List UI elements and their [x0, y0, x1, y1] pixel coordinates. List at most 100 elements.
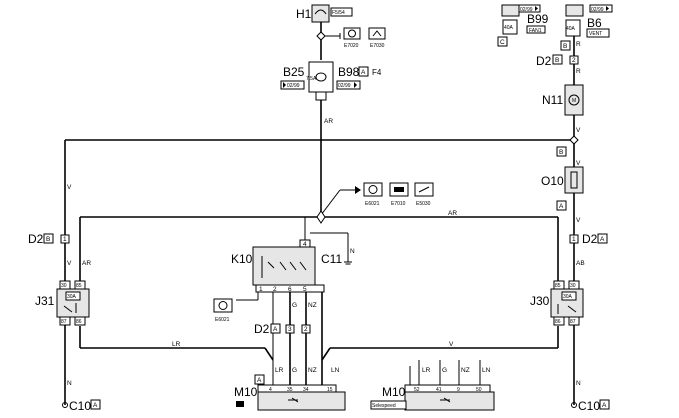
- svg-text:C10: C10: [69, 399, 91, 413]
- svg-text:50: 50: [476, 387, 482, 393]
- svg-text:D2: D2: [536, 54, 552, 68]
- svg-text:D2: D2: [254, 322, 270, 336]
- svg-text:87: 87: [570, 319, 576, 325]
- b6-label: B6: [587, 16, 602, 30]
- h1-label: H1: [296, 7, 312, 21]
- o10-label: O10: [541, 174, 564, 188]
- ref-e7010: E7010: [389, 182, 409, 207]
- m10-b-label: M10: [382, 385, 406, 399]
- svg-text:AR: AR: [324, 118, 333, 125]
- j31-label: J31: [35, 294, 55, 308]
- svg-text:LN: LN: [482, 367, 491, 374]
- svg-text:6: 6: [288, 286, 292, 293]
- svg-text:A: A: [559, 203, 564, 210]
- component-b6: 40A 02/99 B6 VENT B R: [560, 4, 613, 51]
- svg-text:N: N: [350, 248, 355, 255]
- svg-text:E7020: E7020: [344, 43, 359, 49]
- component-n11: M N11 V: [542, 84, 584, 134]
- svg-text:40A: 40A: [504, 25, 514, 31]
- svg-text:52: 52: [414, 387, 420, 393]
- svg-text:E5030: E5030: [416, 201, 431, 207]
- svg-text:1: 1: [259, 286, 263, 293]
- svg-text:87: 87: [61, 319, 67, 325]
- svg-text:1: 1: [572, 236, 576, 243]
- svg-text:AR: AR: [448, 210, 457, 217]
- svg-text:V: V: [67, 260, 72, 267]
- svg-text:NZ: NZ: [308, 302, 317, 309]
- svg-text:D2: D2: [28, 232, 44, 246]
- j30-label: J30: [530, 294, 550, 308]
- svg-text:V: V: [67, 184, 72, 191]
- svg-text:A: A: [257, 377, 262, 384]
- svg-text:30: 30: [61, 283, 67, 289]
- svg-text:30A: 30A: [67, 294, 77, 300]
- component-j31: 30 85 30A 87 86 J31 LR N: [35, 280, 181, 387]
- svg-text:G: G: [442, 367, 447, 374]
- svg-text:R: R: [576, 68, 581, 75]
- svg-text:3: 3: [288, 326, 292, 333]
- svg-text:D2: D2: [582, 232, 598, 246]
- svg-text:A: A: [361, 69, 366, 76]
- c11-label: C11: [321, 252, 342, 266]
- svg-text:A: A: [602, 402, 607, 409]
- svg-text:E7030: E7030: [370, 43, 385, 49]
- ref-e5030: E5030: [414, 182, 434, 207]
- svg-text:85: 85: [76, 283, 82, 289]
- k10-label: K10: [231, 252, 253, 266]
- svg-text:E7010: E7010: [391, 201, 406, 207]
- svg-text:86: 86: [76, 319, 82, 325]
- svg-text:B: B: [46, 236, 50, 243]
- svg-text:86: 86: [555, 319, 561, 325]
- ref-e7030: E7030: [368, 27, 386, 49]
- svg-text:2: 2: [572, 57, 576, 64]
- ground-c10-right: C10 A: [571, 399, 610, 413]
- svg-text:4: 4: [269, 387, 272, 393]
- svg-text:N: N: [576, 380, 581, 387]
- svg-text:15: 15: [327, 387, 333, 393]
- svg-text:85: 85: [555, 283, 561, 289]
- svg-text:30A: 30A: [563, 294, 573, 300]
- svg-text:30: 30: [570, 283, 576, 289]
- svg-text:02/99: 02/99: [287, 83, 300, 89]
- ref-e6021: E6021: [363, 182, 383, 207]
- svg-text:E6021: E6021: [365, 201, 380, 207]
- svg-text:NZ: NZ: [308, 367, 317, 374]
- connector-d2-right-top: D2 B 2 R: [536, 54, 581, 75]
- svg-text:F4: F4: [372, 68, 382, 77]
- b98-label: B98: [338, 65, 360, 79]
- svg-text:R: R: [576, 41, 581, 48]
- svg-text:LR: LR: [275, 367, 284, 374]
- svg-text:Selespeed: Selespeed: [372, 403, 396, 409]
- svg-text:A: A: [93, 402, 98, 409]
- svg-text:AR: AR: [82, 260, 91, 267]
- junctions: [316, 31, 579, 224]
- svg-text:F5/54: F5/54: [332, 10, 345, 16]
- svg-text:G: G: [292, 367, 297, 374]
- svg-text:LR: LR: [172, 341, 181, 348]
- svg-text:NZ: NZ: [461, 367, 470, 374]
- svg-text:1: 1: [63, 236, 67, 243]
- svg-text:V: V: [576, 127, 581, 134]
- ground-c10-left: C10 A: [62, 399, 101, 413]
- svg-text:A: A: [600, 236, 605, 243]
- wires: [64, 20, 575, 405]
- svg-text:4: 4: [303, 241, 307, 248]
- component-h1: H1 F5/54: [296, 4, 353, 23]
- svg-text:N: N: [67, 380, 72, 387]
- component-c11: C11 N: [321, 248, 355, 266]
- component-m10-a: LR G NZ LN A M10 4 35 34 15: [234, 367, 346, 411]
- m10-a-label: M10: [234, 385, 258, 399]
- svg-text:V: V: [576, 160, 581, 167]
- svg-text:M: M: [572, 98, 576, 104]
- svg-text:02/99: 02/99: [338, 83, 351, 89]
- component-o10: B O10 A V V: [541, 146, 584, 224]
- b25-label: B25: [283, 65, 305, 79]
- svg-text:LN: LN: [331, 367, 340, 374]
- svg-text:FAN1: FAN1: [529, 28, 542, 34]
- svg-text:02/99: 02/99: [591, 7, 604, 13]
- ref-e7020: E7020: [343, 27, 361, 49]
- component-b99: 40A 02/99 B99 FAN1 C: [497, 4, 549, 47]
- component-j30: 85 30 30A 86 87 J30 V N: [449, 280, 584, 387]
- b99-label: B99: [527, 12, 549, 26]
